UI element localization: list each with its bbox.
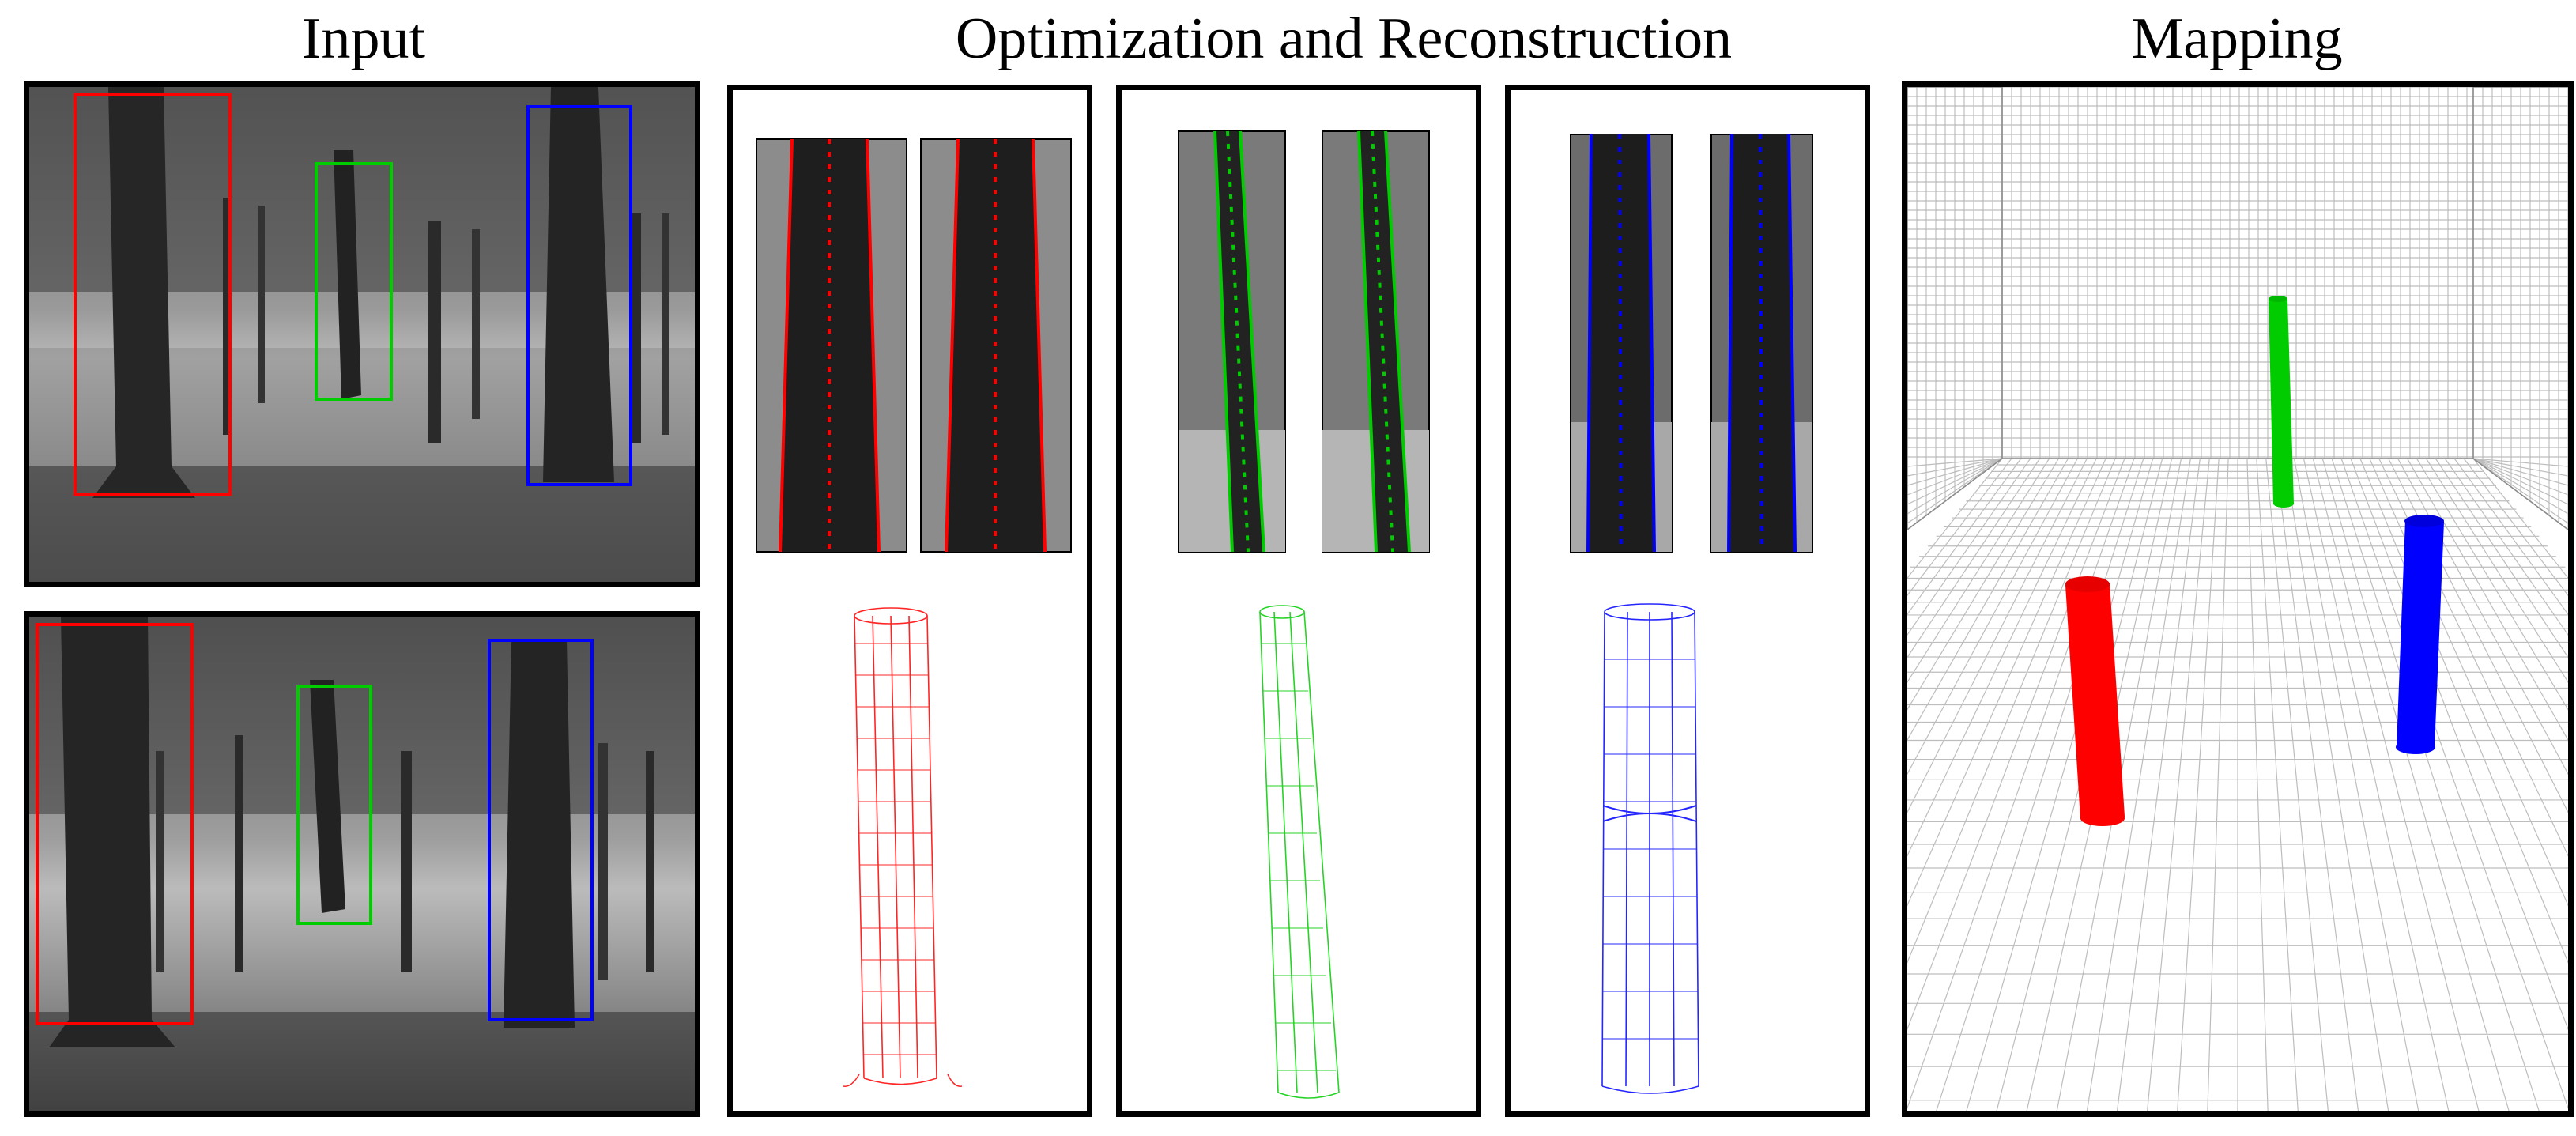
reconstruction-panel-green: [1116, 85, 1481, 1117]
optimization-title: Optimization and Reconstruction: [955, 6, 1733, 71]
mapping-panel: [1902, 81, 2574, 1117]
mapping-title: Mapping: [2131, 6, 2343, 71]
input-frame-2: [24, 611, 700, 1117]
mapping-3d-view: [1907, 87, 2568, 1111]
crop-green-1: [1178, 130, 1286, 553]
mapped-cylinder-red: [2065, 576, 2125, 826]
input-image-1: [29, 87, 695, 582]
cylinder-wireframe-red: [843, 607, 963, 1087]
cylinder-wireframe-blue: [1601, 603, 1699, 1094]
input-title: Input: [301, 6, 426, 71]
input-image-2: [29, 617, 695, 1111]
input-frame-1: [24, 81, 700, 587]
bbox-green: [315, 162, 393, 401]
crop-blue-1: [1570, 134, 1673, 553]
reconstruction-panel-red: [727, 85, 1092, 1117]
bbox-red: [74, 93, 232, 496]
crop-red-2: [920, 138, 1072, 553]
bbox-blue: [488, 639, 594, 1021]
crop-blue-2: [1710, 134, 1813, 553]
mapped-cylinder-green: [2269, 296, 2294, 508]
bbox-red: [36, 623, 194, 1025]
reconstruction-panel-blue: [1505, 85, 1870, 1117]
crop-red-1: [756, 138, 907, 553]
crop-green-2: [1322, 130, 1430, 553]
bbox-green: [296, 685, 372, 925]
mapped-cylinder-blue: [2396, 515, 2444, 754]
bbox-blue: [526, 105, 632, 486]
cylinder-wireframe-green: [1259, 605, 1340, 1099]
